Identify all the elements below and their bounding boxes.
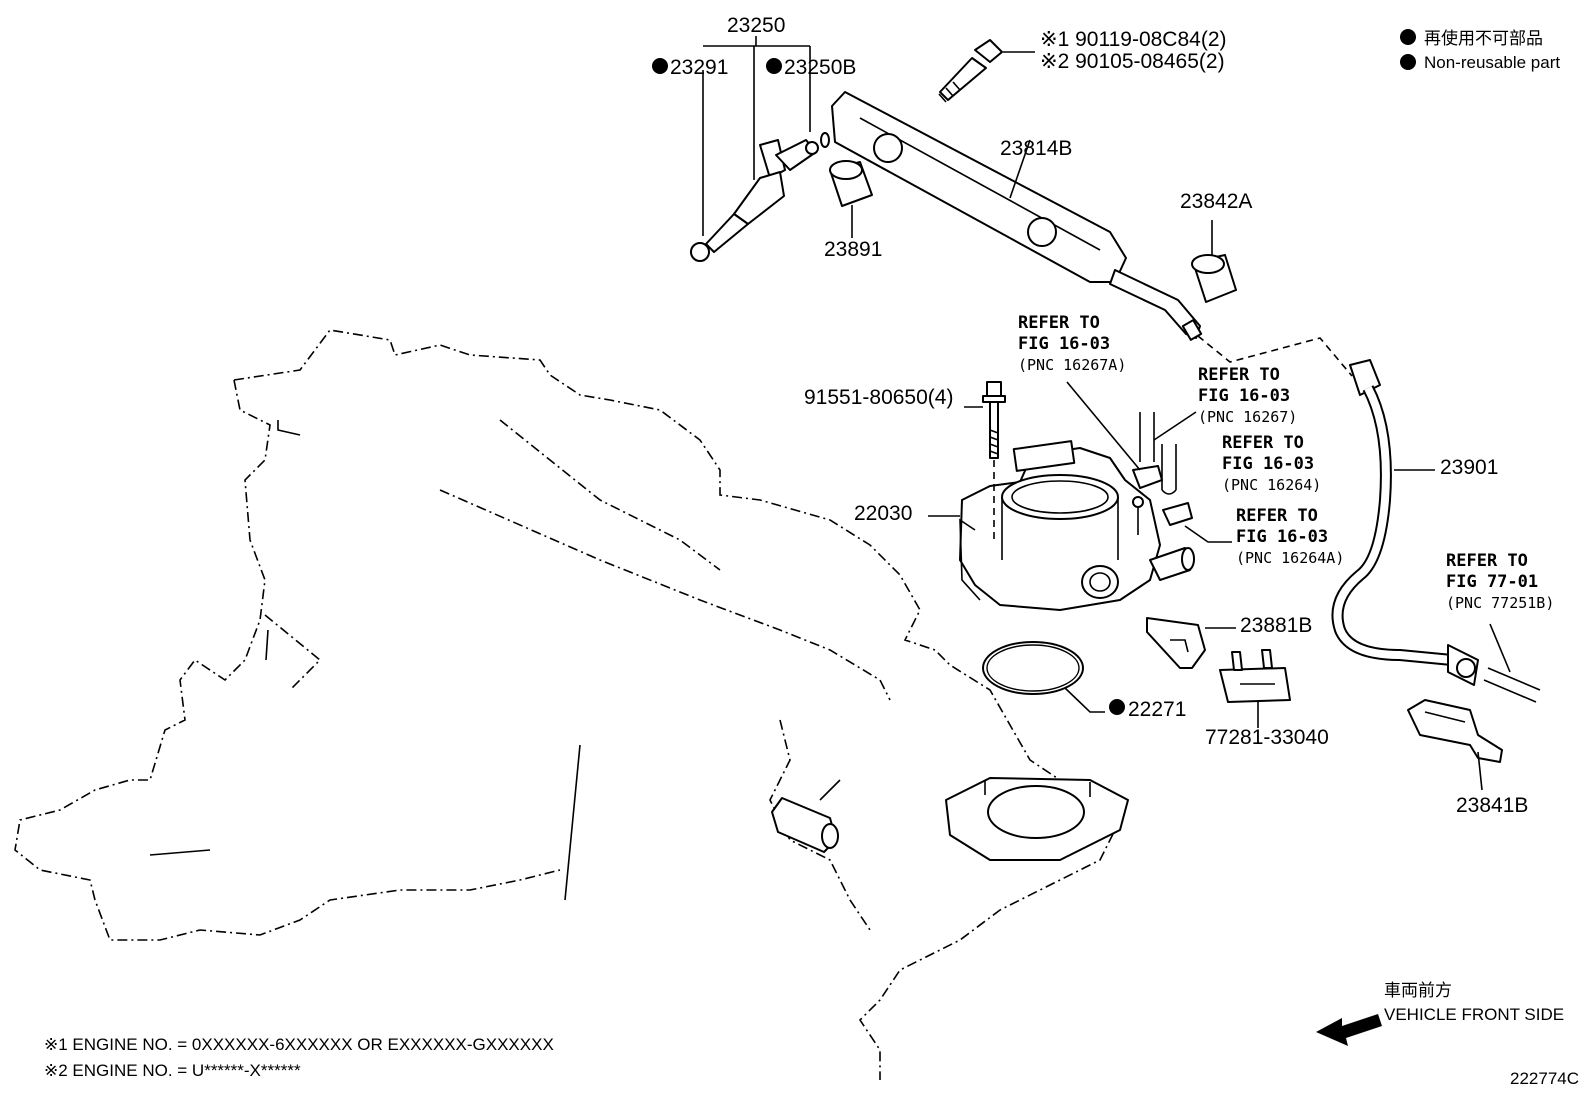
- svg-text:FIG 16-03: FIG 16-03: [1236, 527, 1328, 547]
- legend-dot-icon: [1400, 29, 1416, 45]
- nonreusable-dot-icon: [1109, 699, 1125, 715]
- bolt-90119[interactable]: [938, 39, 1003, 103]
- label-bolt2[interactable]: ※2 90105-08465(2): [1040, 50, 1225, 73]
- insulator-23842a[interactable]: [1191, 254, 1237, 303]
- svg-text:(PNC 16264): (PNC 16264): [1222, 476, 1321, 494]
- svg-text:REFER TO: REFER TO: [1236, 506, 1318, 526]
- label-23842a[interactable]: 23842A: [1180, 190, 1252, 213]
- footnote-2: ※2 ENGINE NO. = U******-X******: [44, 1061, 301, 1080]
- ref-16267[interactable]: REFER TO FIG 16-03 (PNC 16267): [1198, 365, 1297, 426]
- label-22271[interactable]: 22271: [1128, 698, 1186, 721]
- bracket-23881b[interactable]: [1146, 617, 1206, 669]
- gasket-22271[interactable]: [982, 641, 1084, 695]
- label-23250b[interactable]: 23250B: [784, 56, 856, 79]
- label-23891[interactable]: 23891: [824, 238, 882, 261]
- label-23901[interactable]: 23901: [1440, 456, 1498, 479]
- label-bolt1[interactable]: ※1 90119-08C84(2): [1040, 28, 1227, 51]
- direction-jp: 車両前方: [1384, 981, 1452, 1000]
- legend-jp: 再使用不可部品: [1424, 28, 1543, 48]
- svg-text:REFER TO: REFER TO: [1222, 433, 1304, 453]
- ref-16264[interactable]: REFER TO FIG 16-03 (PNC 16264): [1222, 433, 1321, 494]
- svg-text:(PNC 16267): (PNC 16267): [1198, 408, 1297, 426]
- ref-16264a[interactable]: REFER TO FIG 16-03 (PNC 16264A): [1236, 506, 1344, 567]
- label-22030[interactable]: 22030: [854, 502, 912, 525]
- svg-text:(PNC 16264A): (PNC 16264A): [1236, 549, 1344, 567]
- nonreusable-dot-icon: [652, 58, 668, 74]
- clamp-77281[interactable]: [1219, 649, 1291, 703]
- svg-text:REFER TO: REFER TO: [1198, 365, 1280, 385]
- clamp-23841b[interactable]: [1407, 699, 1503, 763]
- label-23291[interactable]: 23291: [670, 56, 728, 79]
- nonreusable-dot-icon: [766, 58, 782, 74]
- label-77281[interactable]: 77281-33040: [1205, 726, 1329, 749]
- hose-fittings: [1066, 381, 1232, 543]
- legend-en: Non-reusable part: [1424, 53, 1560, 72]
- bolt-91551[interactable]: [982, 381, 1006, 459]
- engine-outline: [14, 329, 1121, 1080]
- legend-dot-icon: [1400, 54, 1416, 70]
- manifold-flange: [945, 777, 1129, 861]
- fuel-hose-23901[interactable]: [1331, 359, 1479, 686]
- footnote-1: ※1 ENGINE NO. = 0XXXXXX-6XXXXXX OR EXXXX…: [44, 1035, 554, 1054]
- ref-77251b[interactable]: REFER TO FIG 77-01 (PNC 77251B): [1446, 551, 1554, 612]
- svg-text:REFER TO: REFER TO: [1446, 551, 1528, 571]
- label-23250[interactable]: 23250: [727, 14, 785, 37]
- front-arrow-icon: [1316, 1014, 1382, 1046]
- svg-text:FIG 16-03: FIG 16-03: [1018, 334, 1110, 354]
- svg-text:(PNC 16267A): (PNC 16267A): [1018, 356, 1126, 374]
- svg-text:(PNC 77251B): (PNC 77251B): [1446, 594, 1554, 612]
- throttle-body-22030[interactable]: [959, 440, 1195, 611]
- svg-text:REFER TO: REFER TO: [1018, 313, 1100, 333]
- insulator-23891[interactable]: [829, 160, 873, 207]
- delivery-pipe-23814b[interactable]: [831, 91, 1203, 341]
- label-23814b[interactable]: 23814B: [1000, 137, 1072, 160]
- label-23881b[interactable]: 23881B: [1240, 614, 1312, 637]
- svg-text:FIG 16-03: FIG 16-03: [1198, 386, 1290, 406]
- injector-23250[interactable]: [690, 132, 830, 262]
- figure-id: 222774C: [1510, 1069, 1579, 1088]
- label-91551[interactable]: 91551-80650(4): [804, 386, 953, 409]
- label-23841b[interactable]: 23841B: [1456, 794, 1528, 817]
- ref-16267a[interactable]: REFER TO FIG 16-03 (PNC 16267A): [1018, 313, 1126, 374]
- direction-en: VEHICLE FRONT SIDE: [1384, 1005, 1564, 1024]
- svg-text:FIG 16-03: FIG 16-03: [1222, 454, 1314, 474]
- svg-text:FIG 77-01: FIG 77-01: [1446, 572, 1538, 592]
